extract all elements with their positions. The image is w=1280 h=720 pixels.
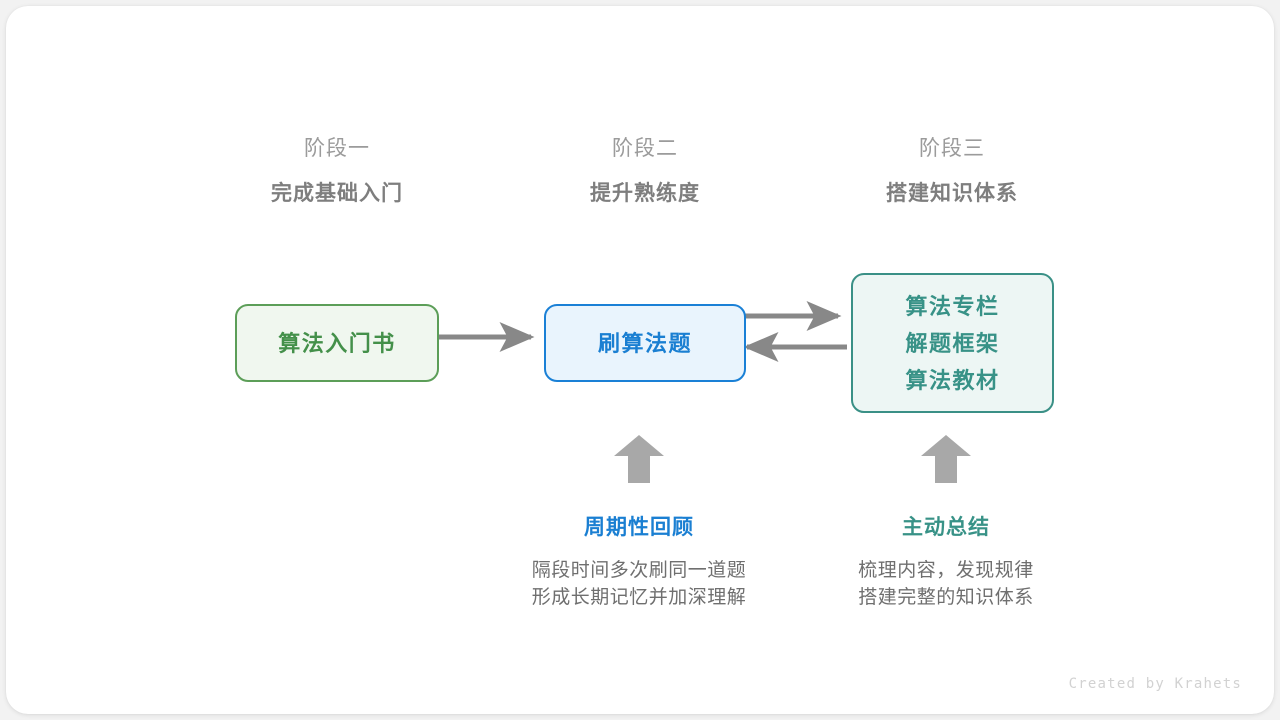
arrow-up-summary <box>921 435 971 483</box>
stage-index-label: 阶段一 <box>304 137 370 160</box>
stage-title-label: 提升熟练度 <box>590 182 700 205</box>
node-line: 解题框架 <box>905 330 1000 356</box>
note-title: 主动总结 <box>902 516 990 539</box>
node-algorithm-intro-book[interactable]: 算法入门书 <box>235 304 439 382</box>
note-body-line: 形成长期记忆并加深理解 <box>531 587 747 608</box>
node-knowledge-resources[interactable]: 算法专栏 解题框架 算法教材 <box>851 273 1054 413</box>
note-title: 周期性回顾 <box>584 516 694 539</box>
stage-header-3: 阶段三 搭建知识体系 <box>832 134 1072 210</box>
node-line: 算法专栏 <box>905 293 1000 319</box>
note-body-line: 搭建完整的知识体系 <box>858 587 1034 608</box>
note-body: 梳理内容，发现规律 搭建完整的知识体系 <box>796 557 1096 611</box>
credit-label: Created by Krahets <box>1068 676 1242 692</box>
diagram-card: 阶段一 完成基础入门 阶段二 提升熟练度 阶段三 搭建知识体系 算法入门书 刷算… <box>6 6 1274 714</box>
stage-index-label: 阶段二 <box>612 137 678 160</box>
stage-index-label: 阶段三 <box>919 137 985 160</box>
stage-title-label: 完成基础入门 <box>271 182 403 205</box>
stage-title-label: 搭建知识体系 <box>886 182 1018 205</box>
note-body-line: 隔段时间多次刷同一道题 <box>531 560 747 581</box>
arrow-up-review <box>614 435 664 483</box>
stage-header-2: 阶段二 提升熟练度 <box>525 134 765 210</box>
stage-header-1: 阶段一 完成基础入门 <box>217 134 457 210</box>
note-body-line: 梳理内容，发现规律 <box>858 560 1034 581</box>
node-line: 刷算法题 <box>597 330 692 356</box>
node-line: 算法教材 <box>905 367 1000 393</box>
node-line: 算法入门书 <box>278 330 396 356</box>
note-periodic-review: 周期性回顾 隔段时间多次刷同一道题 形成长期记忆并加深理解 <box>489 513 789 611</box>
node-practice-problems[interactable]: 刷算法题 <box>544 304 746 382</box>
note-active-summary: 主动总结 梳理内容，发现规律 搭建完整的知识体系 <box>796 513 1096 611</box>
note-body: 隔段时间多次刷同一道题 形成长期记忆并加深理解 <box>489 557 789 611</box>
